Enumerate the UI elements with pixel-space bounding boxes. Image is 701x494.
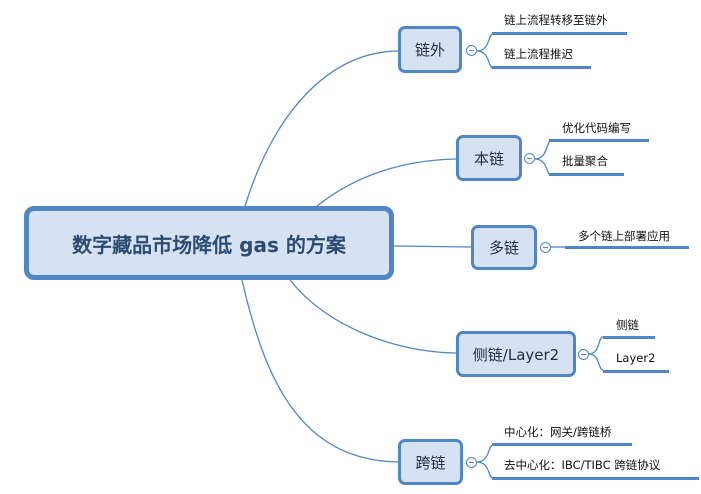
minus-circle-icon[interactable] [578, 349, 589, 360]
connector-offchain-leaves [476, 33, 494, 69]
leaf-underline [549, 173, 624, 176]
leaf-underline [492, 32, 627, 35]
minus-circle-icon[interactable] [466, 457, 477, 468]
branch-node-offchain[interactable]: 链外 [398, 26, 462, 73]
leaf-label: 多个链上部署应用 [578, 229, 670, 243]
leaf-underline [549, 139, 649, 142]
minus-circle-icon[interactable] [540, 242, 551, 253]
branch-node-sidechain-layer2[interactable]: 侧链/Layer2 [456, 331, 576, 377]
leaf-label: 优化代码编写 [562, 121, 631, 135]
leaf-label: 中心化：网关/跨链桥 [504, 425, 612, 439]
connector-onchain-leaves [534, 140, 552, 176]
leaf-underline [603, 370, 669, 373]
minus-circle-icon[interactable] [524, 153, 535, 164]
branch-node-multichain[interactable]: 多链 [471, 225, 537, 270]
branch-label: 本链 [473, 149, 504, 168]
connector-crosschain-leaves [476, 444, 494, 479]
branch-label: 侧链/Layer2 [472, 345, 560, 364]
branch-label: 链外 [414, 41, 445, 59]
minus-circle-icon[interactable] [466, 45, 477, 56]
connector-root-crosschain [241, 279, 399, 463]
leaf-underline [492, 443, 632, 446]
root-node[interactable]: 数字藏品市场降低 gas 的方案 [24, 206, 394, 280]
leaf-label: 去中心化：IBC/TIBC 跨链协议 [504, 458, 661, 472]
branch-label: 跨链 [415, 453, 446, 472]
leaf-label: 链上流程转移至链外 [504, 13, 608, 27]
leaf-label: 侧链 [616, 318, 639, 332]
root-label: 数字藏品市场降低 gas 的方案 [72, 232, 346, 257]
leaf-underline [492, 477, 699, 480]
leaf-underline [603, 336, 655, 339]
branch-node-onchain[interactable]: 本链 [456, 135, 522, 181]
branch-node-crosschain[interactable]: 跨链 [398, 439, 463, 485]
connector-sidechain-leaves [588, 336, 604, 371]
leaf-underline [565, 246, 689, 249]
leaf-label: 批量聚合 [562, 154, 608, 168]
branch-label: 多链 [488, 239, 519, 257]
connector-root-sidechain [289, 279, 457, 354]
leaf-label: Layer2 [616, 351, 656, 365]
leaf-label: 链上流程推迟 [504, 47, 573, 61]
connector-root-multichain [393, 245, 472, 248]
connector-root-offchain [244, 50, 399, 207]
leaf-underline [492, 66, 591, 69]
connector-root-onchain [316, 158, 457, 207]
